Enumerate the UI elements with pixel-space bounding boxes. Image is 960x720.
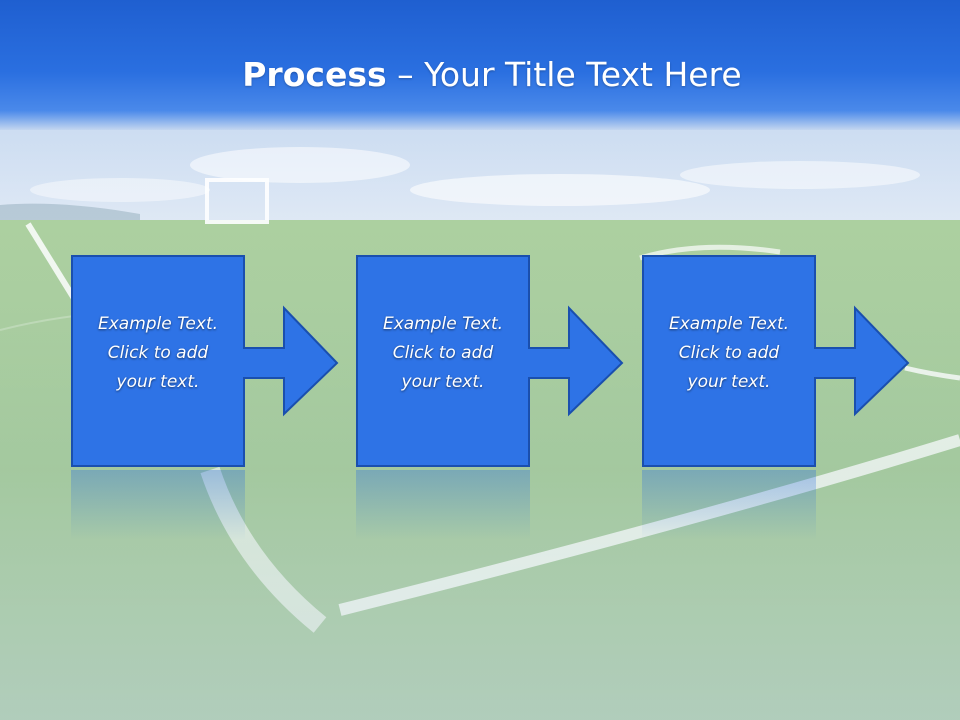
step-text-line: Example Text. <box>668 314 790 334</box>
step-arrow-shape <box>356 255 624 467</box>
step-reflection <box>642 470 816 540</box>
step-text-line: your text. <box>401 372 485 392</box>
step-text-line: your text. <box>687 372 771 392</box>
title-bold: Process <box>242 55 387 94</box>
slide-title[interactable]: Process – Your Title Text Here <box>0 55 960 95</box>
step-text-line: your text. <box>116 372 200 392</box>
step-text[interactable]: Example Text. Click to add your text. <box>643 310 815 397</box>
step-reflection <box>71 470 245 540</box>
step-text[interactable]: Example Text. Click to add your text. <box>357 310 529 397</box>
step-text[interactable]: Example Text. Click to add your text. <box>72 310 244 397</box>
title-rest: – Your Title Text Here <box>386 55 742 94</box>
process-step-2[interactable]: Example Text. Click to add your text. <box>356 255 697 471</box>
process-step-1[interactable]: Example Text. Click to add your text. <box>71 255 412 471</box>
step-reflection <box>356 470 530 540</box>
step-text-line: Click to add <box>107 343 209 363</box>
title-band <box>0 0 960 130</box>
step-arrow-shape <box>642 255 910 467</box>
step-arrow-shape <box>71 255 339 467</box>
step-text-line: Click to add <box>678 343 780 363</box>
step-text-line: Example Text. <box>382 314 504 334</box>
step-text-line: Example Text. <box>97 314 219 334</box>
process-step-3[interactable]: Example Text. Click to add your text. <box>642 255 960 471</box>
step-text-line: Click to add <box>392 343 494 363</box>
